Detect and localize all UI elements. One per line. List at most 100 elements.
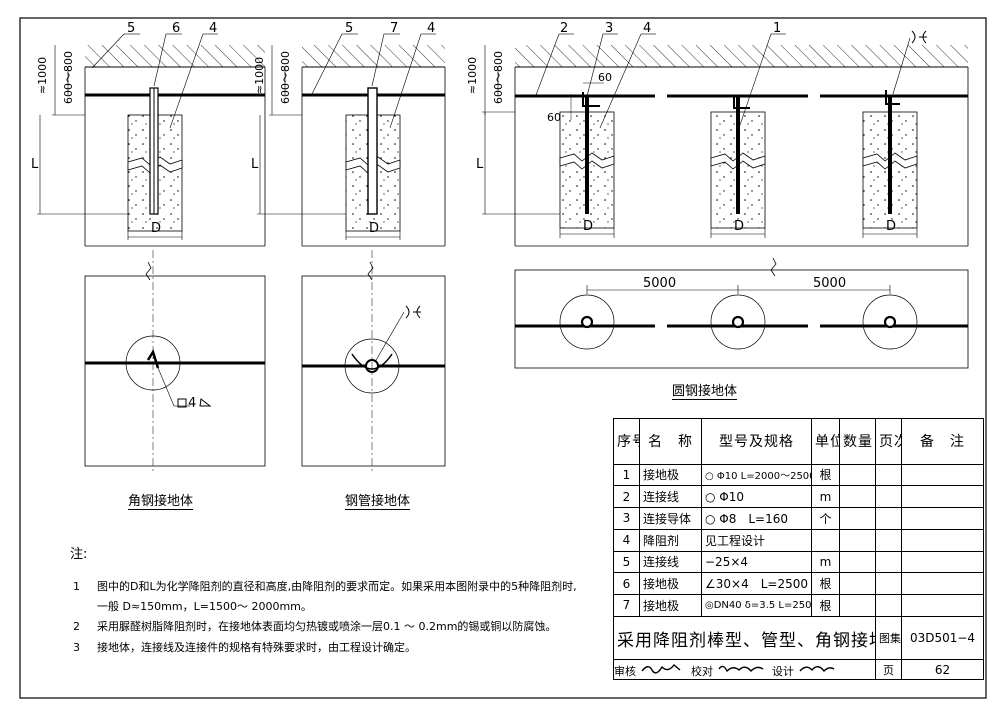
dim-diameter: D [151,221,162,236]
atlas-label: 图集号 [875,615,902,661]
pipe-elevation-view [257,33,446,247]
dim-diameter: D [886,219,897,234]
callout-3: 3 [605,21,614,36]
dim-60-horizontal: 60 [598,71,612,84]
row-unit: m [811,550,840,574]
round-elevation-view [482,30,969,247]
row-name: 接地极 [639,594,702,617]
review-label: 审核 [614,664,637,678]
row-unit: 根 [811,572,840,596]
design-signature [798,661,838,678]
angle-plan-view [84,250,266,472]
caption-round: 圆钢接地体 [672,384,738,400]
note-text: 采用脲醛树脂降阻剂时，在接地体表面均匀热镀或喷涂一层0.1 ～ 0.2mm的锡或… [97,620,557,633]
callout-1: 1 [773,21,782,36]
row-no: 4 [613,528,640,552]
row-spec: ∠30×4 L=2500 [701,572,812,596]
row-spec: ○ Φ8 L=160 [701,507,812,530]
table-header-row: 序号 名 称 型号及规格 单位 数量 页次 备 注 [613,418,984,465]
page-label: 页 [875,659,902,680]
header-page: 页次 [875,418,902,465]
check-label: 校对 [691,664,713,678]
row-unit: m [811,485,840,509]
row-no: 6 [613,572,640,596]
weld-symbol-label: 4 [188,396,197,411]
note-text-continued: 一般 D≈150mm，L=1500～ 2000mm。 [97,600,312,613]
row-spec: 见工程设计 [701,528,812,552]
row-name: 连接线 [639,550,702,574]
caption-pipe: 钢管接地体 [345,494,411,510]
pipe-plan-view [301,250,446,472]
note-number: 2 [73,620,80,633]
header-name: 名 称 [639,418,702,465]
dim-length: L [476,157,484,172]
row-unit: 根 [811,463,840,487]
callout-7: 7 [390,21,399,36]
header-qty: 数量 [839,418,876,465]
spacing-dim-1: 5000 [643,276,677,291]
row-name: 连接线 [639,485,702,509]
row-no: 3 [613,507,640,530]
header-spec: 型号及规格 [701,418,812,465]
review-signature [640,661,688,679]
callout-5: 5 [345,21,354,36]
dim-total: ≈1000 [466,56,480,95]
header-unit: 单位 [811,418,840,465]
dim-total: ≈1000 [253,56,267,95]
notes-heading: 注: [70,547,88,562]
spacing-dim-2: 5000 [813,276,847,291]
dim-60-vertical: 60 [547,111,561,124]
callout-4: 4 [209,21,218,36]
dim-depth: 600～800 [492,51,505,104]
header-no: 序号 [613,418,640,465]
signature-row: 审核 校对 设计 页 62 [613,659,984,680]
page-number: 62 [901,659,984,680]
row-no: 5 [613,550,640,574]
dim-depth: 600～800 [279,51,292,104]
row-unit: 根 [811,594,840,617]
callout-5: 5 [127,21,136,36]
note-number: 3 [73,641,80,654]
drawing-title: 采用降阻剂棒型、管型、角钢接地极安装 [613,615,876,661]
row-name: 接地极 [639,463,702,487]
callout-4: 4 [427,21,436,36]
row-unit: 个 [811,507,840,530]
row-unit [811,528,840,552]
note-text: 接地体，连接线及连接件的规格有特殊要求时，由工程设计确定。 [97,641,416,654]
note-text: 图中的D和L为化学降阻剂的直径和高度,由降阻剂的要求而定。如果采用本图附录中的5… [97,580,577,593]
row-spec: ○ Φ10 [701,485,812,509]
angle-elevation-view [37,33,266,247]
round-plan-view [514,269,969,369]
row-spec: −25×4 [701,550,812,574]
dim-length: L [31,157,39,172]
break-marks [145,257,777,281]
row-spec: ○ Φ10 L=2000～2500 [701,463,812,487]
check-signature [717,661,769,678]
header-remarks: 备 注 [901,418,984,465]
dim-diameter: D [369,221,380,236]
design-label: 设计 [772,664,794,678]
caption-angle: 角钢接地体 [128,494,194,510]
atlas-number: 03D501−4 [901,615,984,661]
callout-4: 4 [643,21,652,36]
note-number: 1 [73,580,80,593]
row-no: 2 [613,485,640,509]
sheet-border [19,17,987,699]
dim-diameter: D [583,219,594,234]
row-name: 降阻剂 [639,528,702,552]
dim-total: ≈1000 [36,56,50,95]
row-name: 连接导体 [639,507,702,530]
title-row: 采用降阻剂棒型、管型、角钢接地极安装 图集号 03D501−4 [613,615,984,661]
callout-2: 2 [560,21,569,36]
row-no: 1 [613,463,640,487]
callout-6: 6 [172,21,181,36]
